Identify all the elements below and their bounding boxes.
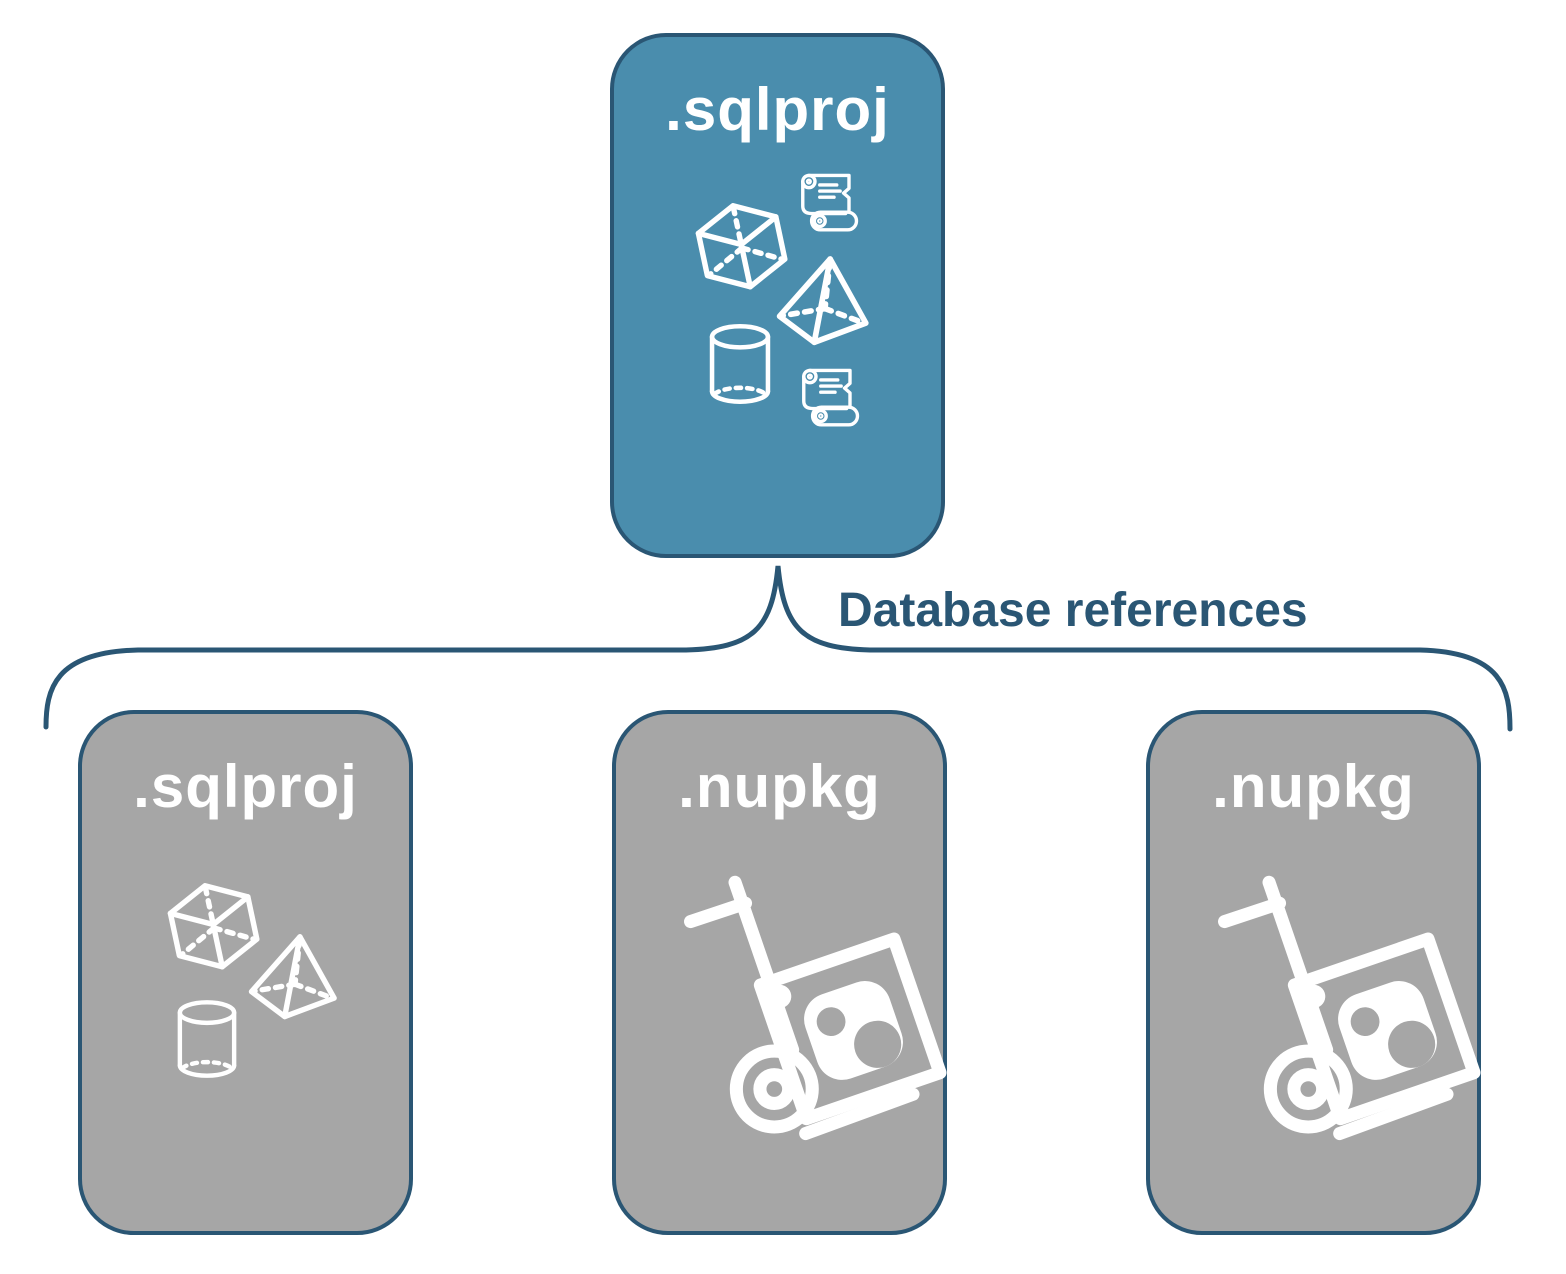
card-sqlproj-reference: .sqlproj <box>78 710 413 1235</box>
nuget-package-dolly-icon <box>1193 864 1481 1144</box>
icon-cluster <box>1150 714 1481 1231</box>
pyramid-icon <box>769 248 882 354</box>
card-title: .sqlproj <box>665 76 890 143</box>
card-sqlproj-root: .sqlproj <box>610 33 945 558</box>
card-title: .sqlproj <box>133 753 358 820</box>
card-nupkg-reference-2: .nupkg <box>1146 710 1481 1235</box>
nuget-package-dolly-icon <box>659 864 947 1144</box>
script-scroll-icon <box>799 365 867 433</box>
card-nupkg-reference-1: .nupkg <box>612 710 947 1235</box>
cube-icon <box>160 872 268 985</box>
icon-cluster <box>82 714 409 1231</box>
icon-cluster <box>616 714 947 1231</box>
script-scroll-icon <box>797 170 867 238</box>
database-cylinder-icon <box>706 321 774 407</box>
database-cylinder-icon <box>174 998 240 1080</box>
cube-icon <box>688 192 796 305</box>
icon-cluster <box>614 37 941 554</box>
connector-label: Database references <box>838 584 1308 637</box>
card-title: .nupkg <box>678 753 881 820</box>
pyramid-icon <box>239 926 351 1028</box>
card-title: .nupkg <box>1212 753 1415 820</box>
